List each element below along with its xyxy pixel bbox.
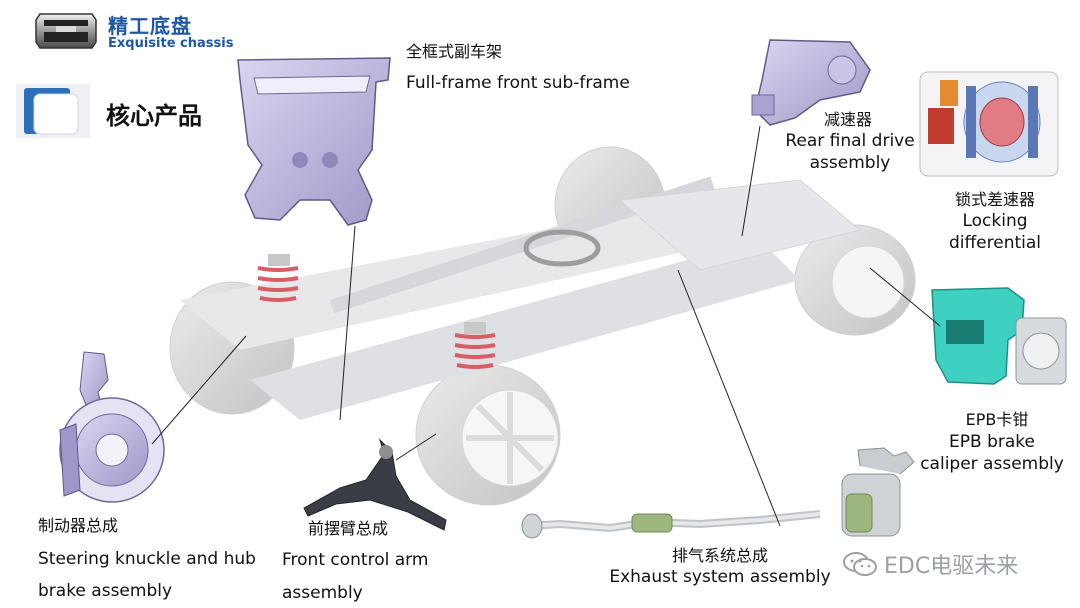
brand-logo-icon	[35, 13, 97, 49]
watermark: EDC电驱未来	[842, 548, 1018, 580]
wechat-icon	[843, 552, 877, 576]
knuckle-label-cn: 制动器总成	[38, 516, 119, 535]
brand-title-en: Exquisite chassis	[108, 36, 234, 51]
section-square-icon	[16, 84, 90, 138]
subframe-label-en: Full-frame front sub-frame	[406, 73, 630, 93]
knuckle-label-en-1: Steering knuckle and hub	[38, 549, 256, 569]
exhaust-system-part	[521, 447, 915, 539]
epb-caliper-part	[931, 287, 1067, 385]
knuckle-label-en-2: brake assembly	[38, 581, 173, 601]
rear-drive-label-cn: 减速器	[823, 110, 872, 129]
locking-differential-part	[919, 71, 1059, 177]
leader-lines	[151, 125, 941, 527]
rear-drive-label-en-1: Rear final drive	[785, 131, 915, 151]
control-arm-label-en-1: Front control arm	[282, 550, 429, 570]
chassis-body	[169, 146, 916, 506]
steering-knuckle-part	[59, 351, 165, 503]
locking-diff-label-cn: 锁式差速器	[954, 190, 1035, 209]
exhaust-label-en: Exhaust system assembly	[609, 567, 831, 587]
brand-title-cn: 精工底盘	[108, 14, 192, 38]
locking-diff-label-en-1: Locking	[962, 211, 1028, 231]
rear-drive-label-en-2: assembly	[809, 153, 891, 173]
control-arm-label-cn: 前摆臂总成	[308, 519, 389, 538]
epb-label-cn: EPB卡钳	[965, 410, 1029, 429]
rear-final-drive-part	[751, 39, 871, 126]
subframe-label-cn: 全框式副车架	[406, 42, 503, 61]
section-title: 核心产品	[106, 102, 202, 130]
front-subframe-part	[237, 57, 391, 226]
watermark-text: EDC电驱未来	[884, 554, 1019, 579]
epb-label-en-1: EPB brake	[949, 432, 1035, 452]
front-control-arm-part	[303, 438, 447, 531]
locking-diff-label-en-2: differential	[948, 233, 1042, 253]
control-arm-label-en-2: assembly	[282, 583, 363, 603]
exhaust-label-cn: 排气系统总成	[671, 546, 768, 565]
epb-label-en-2: caliper assembly	[920, 454, 1064, 474]
